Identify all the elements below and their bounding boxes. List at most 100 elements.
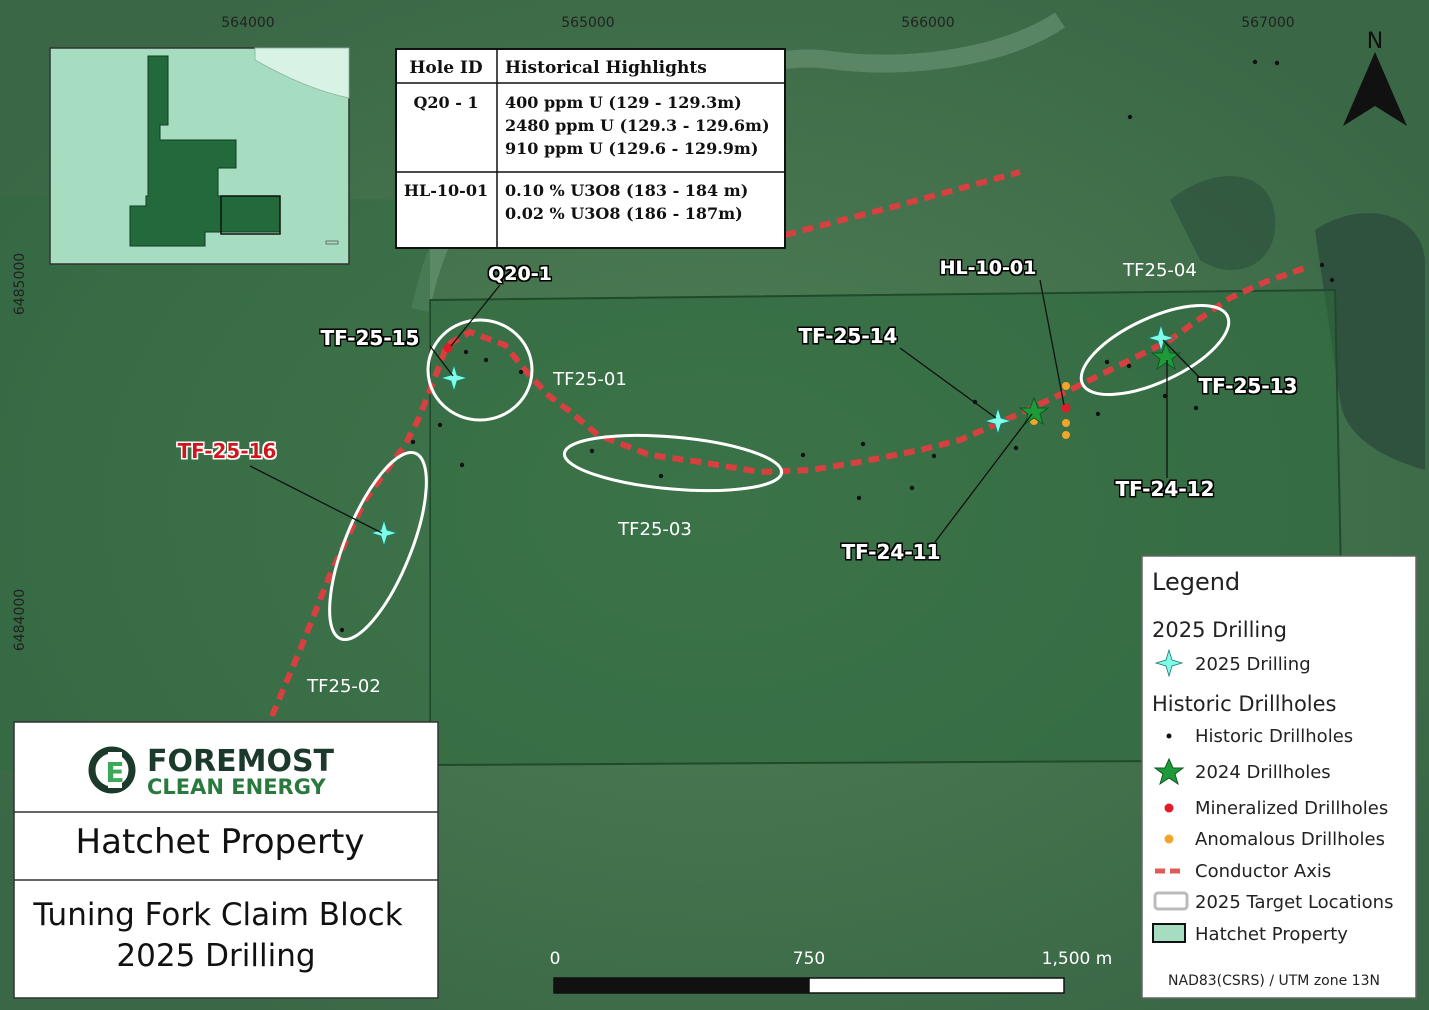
label-tf-24-11: TF-24-11 — [842, 540, 941, 564]
coord-left-6485000: 6485000 — [12, 253, 28, 315]
target-label-tf25-02: TF25-02 — [306, 676, 381, 697]
historic-drillhole — [856, 495, 862, 501]
target-tf25-01 — [426, 318, 534, 422]
label-tf-24-12: TF-24-12 — [1116, 477, 1215, 501]
historic-drillhole — [1319, 262, 1325, 268]
coord-top-564000: 564000 — [221, 15, 274, 31]
legend-symbol-mineralized — [1164, 803, 1174, 813]
table-cell-value: 0.02 % U3O8 (186 - 187m) — [505, 204, 743, 223]
subtitle-line1: Tuning Fork Claim Block — [32, 897, 402, 933]
subtitle-line2: 2025 Drilling — [116, 938, 315, 974]
table-header-highlights: Historical Highlights — [505, 58, 707, 78]
legend-section-2025: 2025 Drilling — [1152, 618, 1287, 642]
historic-drillholes — [339, 59, 1335, 633]
historic-drillhole — [658, 473, 664, 479]
legend-item-property: Hatchet Property — [1195, 924, 1348, 945]
legend-title: Legend — [1152, 568, 1240, 596]
historic-drillhole — [800, 452, 806, 458]
historic-drillhole — [1329, 277, 1335, 283]
target-label-tf25-04: TF25-04 — [1122, 260, 1197, 281]
historic-drillhole — [931, 453, 937, 459]
lake-east — [1315, 213, 1425, 470]
legend-item-conductor: Conductor Axis — [1195, 861, 1331, 882]
historic-drillhole — [1274, 60, 1280, 66]
historic-drillhole — [1193, 405, 1199, 411]
scale-label-1500: 1,500 m — [1042, 949, 1113, 969]
company-logo: E — [88, 746, 136, 794]
legend-symbol-2024 — [1153, 757, 1185, 786]
legend-item-target: 2025 Target Locations — [1195, 892, 1393, 913]
legend-crs: NAD83(CSRS) / UTM zone 13N — [1168, 973, 1380, 989]
legend-symbol-historic — [1166, 733, 1172, 739]
scale-label-0: 0 — [550, 949, 561, 969]
table-cell-value: 0.10 % U3O8 (183 - 184 m) — [505, 181, 748, 200]
legend-item-mineralized: Mineralized Drillholes — [1195, 798, 1388, 819]
legend-item-2024: 2024 Drillholes — [1195, 762, 1331, 783]
leader-lines — [249, 279, 1201, 543]
historic-drillhole — [463, 349, 469, 355]
legend-symbol-target — [1153, 891, 1189, 911]
lake-east-2 — [1170, 176, 1276, 270]
legend-item-2025: 2025 Drilling — [1195, 654, 1311, 675]
label-tf-25-14: TF-25-14 — [799, 324, 898, 348]
table-header-hole-id: Hole ID — [409, 58, 483, 78]
drillhole-2024-tf-24-11 — [1018, 396, 1050, 426]
target-tf25-03 — [562, 433, 784, 493]
inset-extent-box — [220, 195, 281, 235]
label-tf-25-15: TF-25-15 — [321, 326, 420, 350]
legend-item-historic: Historic Drillholes — [1195, 726, 1353, 747]
target-tf25-04 — [1079, 303, 1231, 397]
conductor-axis-north — [784, 169, 1021, 238]
inset-map — [49, 47, 350, 265]
historic-drillhole — [1252, 59, 1258, 65]
table-cell-id: HL-10-01 — [404, 181, 488, 200]
historic-drillhole — [1095, 411, 1101, 417]
table-cell-value: 2480 ppm U (129.3 - 129.6m) — [505, 116, 770, 135]
target-label-tf25-01: TF25-01 — [552, 369, 627, 390]
north-arrow: N — [1343, 29, 1407, 126]
label-tf-25-16: TF-25-16 — [178, 439, 277, 463]
table-cell-id: Q20 - 1 — [413, 93, 478, 112]
historic-drillhole — [1013, 445, 1019, 451]
legend-section-historic: Historic Drillholes — [1152, 692, 1337, 716]
coord-left-6484000: 6484000 — [12, 589, 28, 651]
historic-drillhole — [483, 357, 489, 363]
drillhole-2025-tf-25-15 — [439, 363, 469, 393]
highlights-table: Hole ID Historical Highlights Q20 - 1 40… — [395, 48, 786, 249]
conductor-axis — [269, 265, 1306, 718]
legend-item-anomalous: Anomalous Drillholes — [1195, 829, 1385, 850]
north-label: N — [1367, 29, 1383, 54]
historic-drillhole — [1126, 363, 1132, 369]
company-name-line1: FOREMOST — [147, 744, 335, 779]
historic-drillhole — [909, 485, 915, 491]
historic-drillhole — [1162, 393, 1168, 399]
property-title: Hatchet Property — [76, 822, 365, 862]
scale-label-750: 750 — [793, 949, 825, 969]
legend-symbol-2025 — [1154, 648, 1184, 678]
historic-drillhole — [1127, 114, 1133, 120]
historic-drillhole — [518, 369, 524, 375]
hatchet-property-west — [0, 195, 430, 770]
historic-drillhole — [459, 462, 465, 468]
coord-top-567000: 567000 — [1241, 15, 1294, 31]
drillhole-2024-tf-24-12 — [1150, 341, 1182, 371]
historic-drillhole — [1104, 359, 1110, 365]
scale-bar: 0 750 1,500 m — [550, 949, 1113, 994]
label-tf-25-13: TF-25-13 — [1199, 374, 1298, 398]
coord-top-566000: 566000 — [901, 15, 954, 31]
mineralized-drillhole-hl-10-01 — [1061, 403, 1071, 413]
anomalous-drillhole — [1062, 431, 1070, 439]
drillhole-2025-tf-25-14 — [983, 406, 1013, 436]
label-hl-10-01: HL-10-01 — [940, 257, 1037, 279]
historic-drillhole — [437, 422, 443, 428]
historic-drillhole — [860, 441, 866, 447]
historic-drillhole — [589, 448, 595, 454]
target-tf25-02 — [328, 450, 428, 642]
mineralized-drillhole-q20-1 — [443, 343, 453, 353]
table-cell-value: 400 ppm U (129 - 129.3m) — [505, 93, 742, 112]
table-cell-value: 910 ppm U (129.6 - 129.9m) — [505, 139, 758, 158]
historic-drillhole — [410, 439, 416, 445]
label-q20-1: Q20-1 — [488, 263, 552, 285]
legend-symbol-property — [1152, 923, 1186, 943]
